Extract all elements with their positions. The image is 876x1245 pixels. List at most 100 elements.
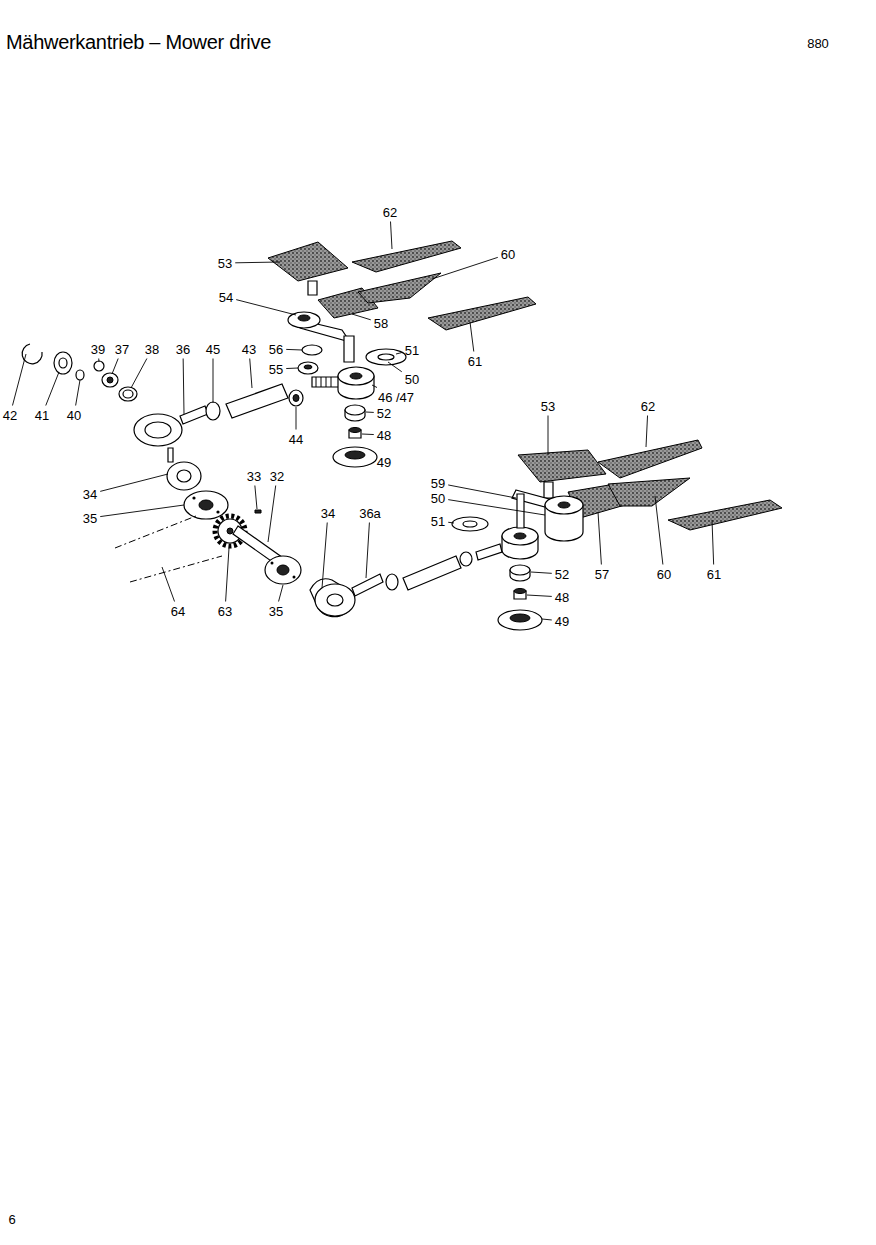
callout-number: 53	[218, 257, 232, 270]
leader-line	[235, 262, 280, 264]
page-number: 880	[807, 37, 829, 50]
leader-line	[213, 359, 214, 404]
callout-number: 39	[91, 343, 105, 356]
drive-hub	[345, 451, 365, 459]
linkage	[403, 556, 461, 590]
leader-line	[12, 354, 26, 406]
linkage	[289, 390, 303, 406]
linkage	[76, 370, 84, 380]
drive-hub	[316, 377, 331, 387]
blade-holder	[308, 281, 317, 295]
leader-line	[391, 222, 392, 250]
callout-number: 41	[35, 409, 49, 422]
callout-number: 36a	[359, 507, 381, 520]
callout-number: 52	[377, 407, 391, 420]
leader-line	[366, 523, 369, 579]
leader-line	[322, 523, 327, 589]
drive-shaft	[192, 496, 195, 499]
linkage	[460, 552, 472, 566]
linkage	[293, 395, 299, 402]
linkage	[352, 574, 383, 596]
leader-line	[183, 359, 185, 415]
drive-shaft	[265, 556, 301, 584]
callout-number: 55	[269, 363, 283, 376]
blade-holder	[452, 517, 488, 531]
callout-number: 43	[242, 343, 256, 356]
blade-holder	[558, 502, 570, 508]
drive-hub	[510, 565, 530, 575]
callout-number: 60	[501, 248, 515, 261]
linkage	[310, 527, 538, 617]
callout-number: 40	[67, 409, 81, 422]
leader-line	[76, 380, 80, 406]
blade-holder	[544, 482, 553, 498]
callout-number: 62	[641, 400, 655, 413]
drive-shaft	[293, 576, 296, 579]
linkage	[386, 574, 398, 590]
leader-line	[296, 407, 297, 430]
linkage	[327, 594, 343, 606]
drive-shaft	[216, 510, 219, 513]
callout-number: 54	[219, 291, 233, 304]
linkage	[134, 414, 182, 446]
callout-number: 48	[377, 429, 391, 442]
leader-line	[250, 359, 252, 389]
leader-line	[268, 486, 276, 543]
leader-line	[366, 412, 374, 413]
washer	[298, 362, 318, 374]
callout-number: 33	[247, 470, 261, 483]
knife-blade	[608, 478, 690, 506]
washer	[304, 365, 312, 369]
leader-line	[712, 520, 714, 565]
linkage	[502, 527, 538, 545]
leader-line	[531, 572, 552, 573]
leader-line	[432, 257, 498, 279]
callout-number: 57	[595, 568, 609, 581]
callout-number: 36	[176, 343, 190, 356]
callout-number: 49	[555, 615, 569, 628]
callout-number: 37	[115, 343, 129, 356]
leader-line	[542, 619, 552, 621]
leader-line	[236, 300, 296, 315]
leader-line	[448, 500, 545, 515]
callout-number: 63	[218, 605, 232, 618]
leader-line	[100, 474, 168, 491]
blade-holder	[268, 242, 348, 281]
drive-hub	[333, 447, 377, 467]
knife-blade	[598, 440, 782, 530]
callout-number: 45	[206, 343, 220, 356]
drive-shaft	[184, 491, 228, 519]
leader-line	[372, 385, 377, 388]
callout-number: 56	[269, 343, 283, 356]
linkage	[145, 422, 171, 438]
linkage	[94, 361, 104, 371]
leader-line	[112, 359, 118, 375]
leader-line	[98, 359, 99, 363]
drive-hub	[312, 367, 377, 467]
linkage	[59, 358, 67, 368]
leader-line	[255, 486, 257, 510]
drive-hub	[498, 610, 542, 630]
drive-shaft	[271, 562, 274, 565]
callout-number: 35	[269, 605, 283, 618]
drive-shaft	[199, 500, 213, 510]
leader-line	[388, 362, 402, 372]
knife-blade	[428, 297, 536, 330]
leader-line	[548, 416, 549, 456]
drive-hub	[498, 565, 542, 630]
linkage	[123, 390, 133, 398]
leader-line	[598, 512, 601, 565]
callout-number: 61	[707, 568, 721, 581]
linkage	[22, 344, 42, 364]
drive-shaft	[227, 528, 233, 534]
leader-line	[286, 349, 302, 351]
leader-line	[646, 416, 648, 448]
drive-hub	[510, 614, 530, 622]
callout-number: 58	[374, 317, 388, 330]
drive-hub	[514, 589, 526, 594]
drive-shaft	[115, 516, 222, 582]
leader-line	[279, 585, 283, 602]
drive-shaft	[168, 448, 173, 462]
